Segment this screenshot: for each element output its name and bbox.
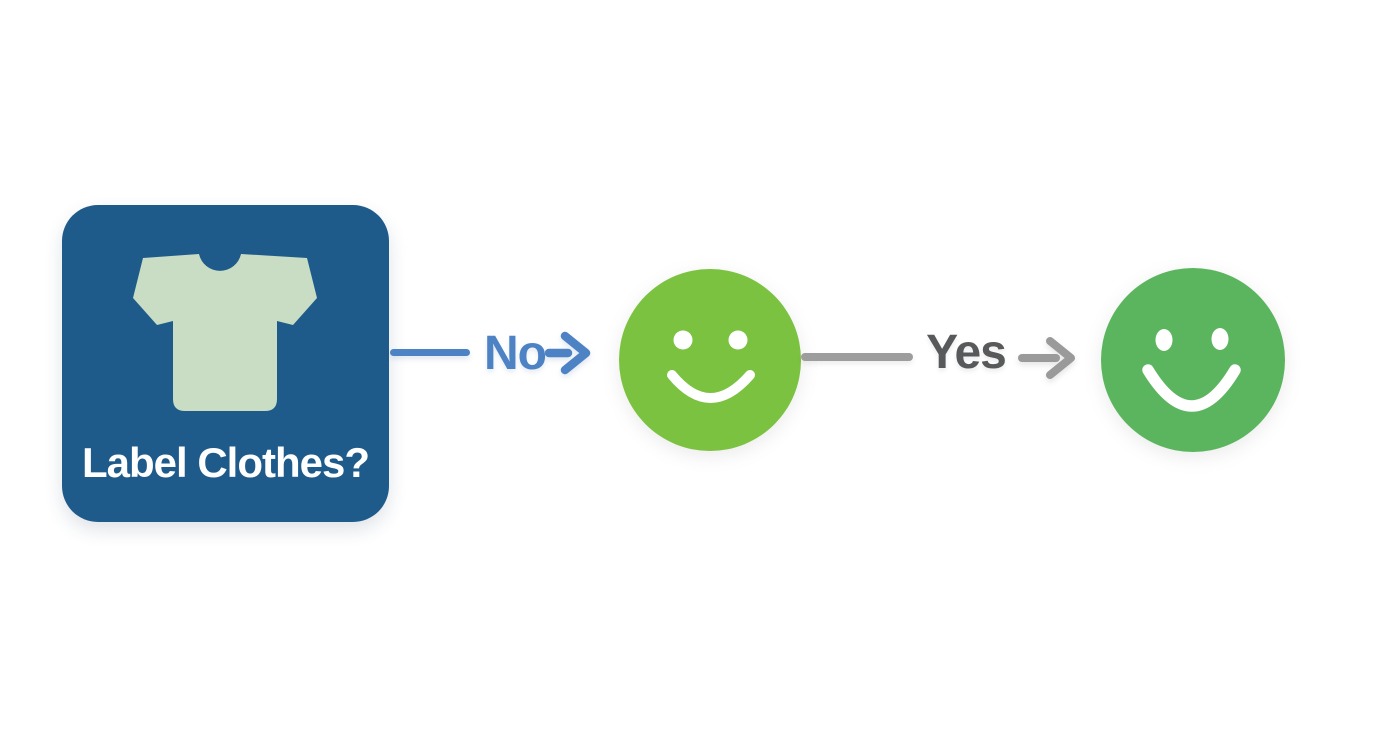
tshirt-icon [133,254,317,411]
yes-edge-line [801,353,913,361]
no-edge-label: No [484,327,547,380]
decision-label: Label Clothes? [81,439,370,486]
yes-arrow-icon [1018,337,1075,379]
decision-node: Label Clothes? [62,205,389,522]
no-arrow-icon [545,331,591,375]
sad-face-icon [619,269,801,451]
no-edge-line [390,349,470,356]
happy-face-icon [1101,268,1285,452]
yes-edge-label: Yes [926,326,1007,379]
